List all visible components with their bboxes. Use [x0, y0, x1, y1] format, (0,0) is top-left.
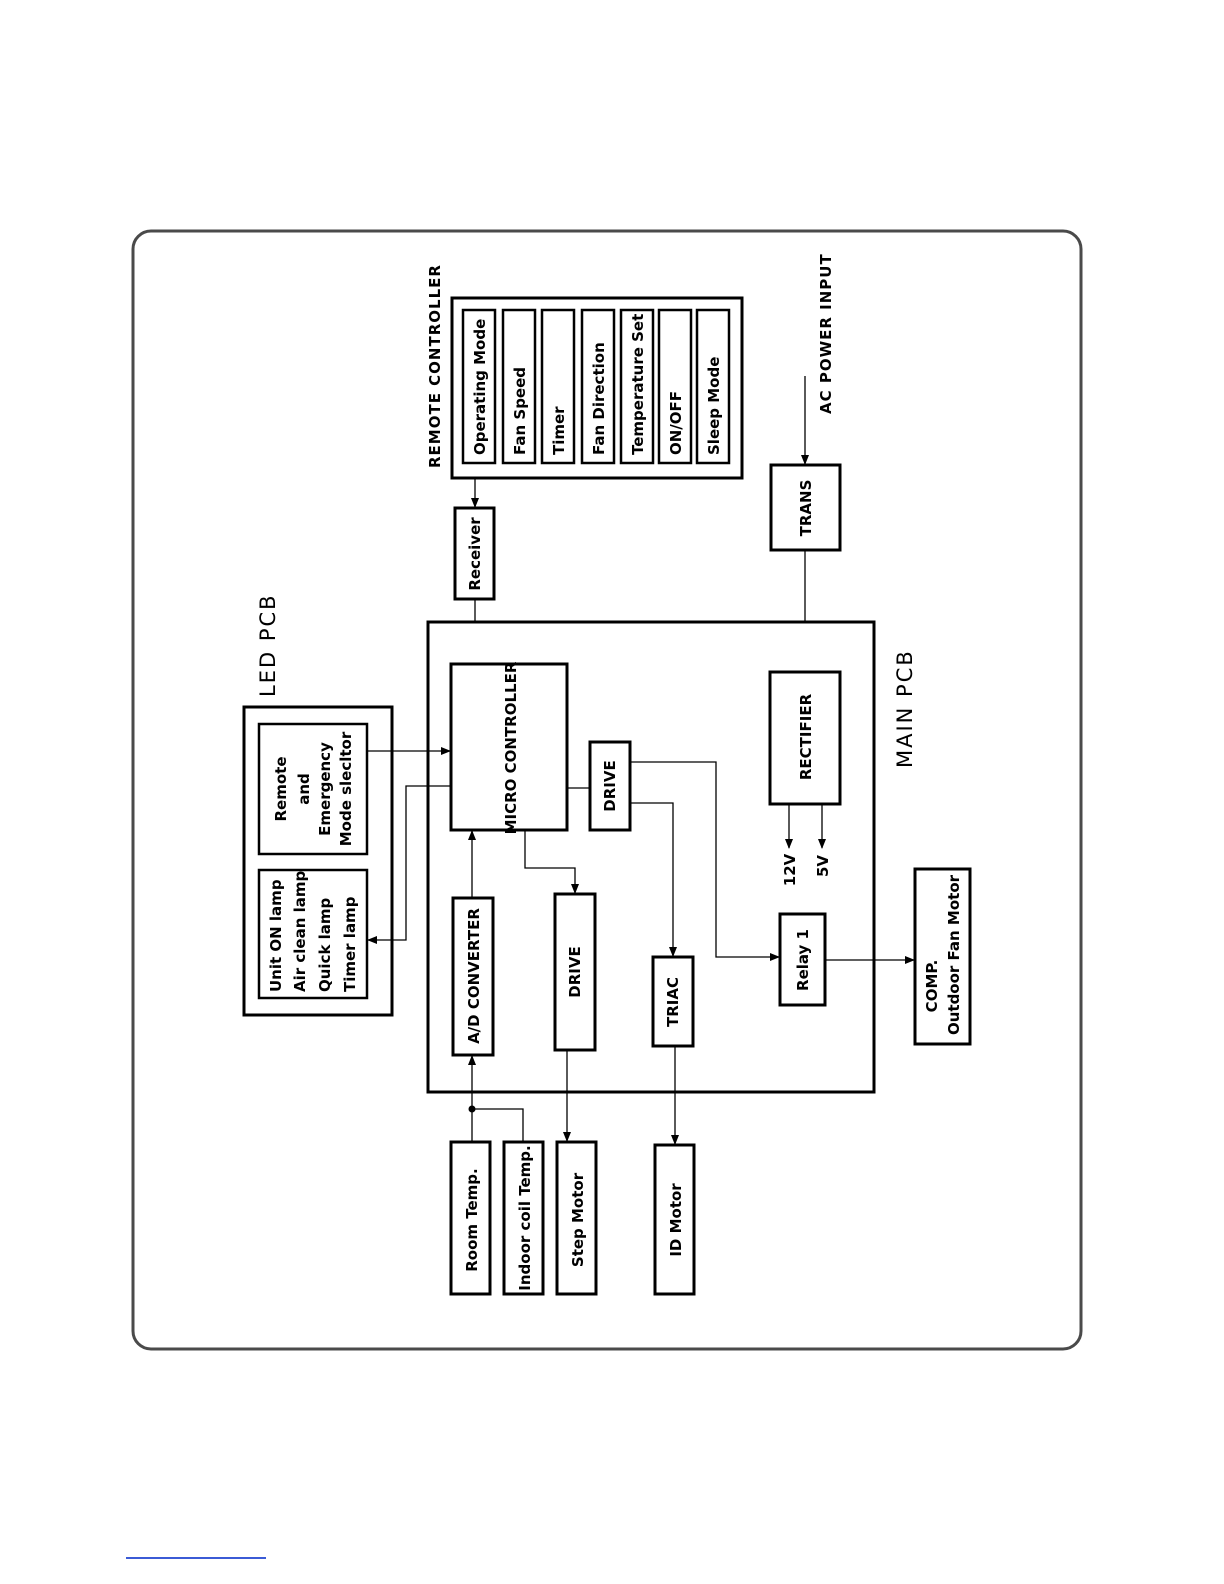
remote-button-operating-mode [461, 308, 497, 465]
relay-box [778, 912, 827, 1007]
rectifier-label: RECTIFIER [797, 693, 815, 780]
comp-label-line-2: Outdoor Fan Motor [945, 874, 963, 1035]
indoor-coil-box [502, 1140, 545, 1296]
id-motor-label: ID Motor [667, 1183, 685, 1257]
comp-label-line-1: COMP. [923, 960, 941, 1013]
remote-button-timer [540, 308, 576, 465]
lamp-quick: Quick lamp [316, 897, 334, 992]
step-motor-box [555, 1140, 598, 1296]
mode-selector-line-3: Emergency [316, 742, 334, 836]
rectifier-box [768, 670, 842, 806]
micro-controller-box [449, 662, 569, 832]
remote-button-on-off [657, 308, 693, 465]
drive-small-box [588, 740, 632, 832]
room-temp-label: Room Temp. [463, 1168, 481, 1272]
ad-converter-box [451, 896, 495, 1057]
triac-box [651, 955, 695, 1048]
ac-power-input-label: AC POWER INPUT [817, 253, 835, 414]
micro-to-drive-large-wire [524, 830, 579, 894]
remote-label-sleep-mode: Sleep Mode [705, 357, 723, 455]
main-pcb-label: MAIN PCB [893, 649, 917, 768]
step-motor-label: Step Motor [569, 1172, 587, 1267]
room-temp-box [449, 1140, 492, 1296]
drive-large-label: DRIVE [566, 946, 584, 997]
remote-label-operating-mode: Operating Mode [471, 319, 489, 455]
remote-button-temperature-set [619, 308, 655, 465]
receiver-label: Receiver [466, 517, 484, 591]
remote-button-fan-speed [501, 308, 537, 465]
label-5v: 5V [814, 855, 832, 877]
remote-label-on-off: ON/OFF [667, 391, 685, 455]
relay-label: Relay 1 [794, 929, 812, 991]
micro-controller-label: MICRO CONTROLLER [502, 661, 520, 834]
mode-selector-line-4: Mode slecltor [337, 731, 355, 846]
comp-box [913, 867, 972, 1046]
triac-label: TRIAC [664, 977, 682, 1027]
mode-selector-line-2: and [295, 773, 313, 805]
remote-label-timer: Timer [550, 406, 568, 455]
junction-dot [468, 1105, 476, 1113]
micro-to-lamps-wire [367, 785, 451, 944]
lamps-box [257, 868, 369, 1000]
receiver-box [453, 506, 496, 601]
remote-button-fan-direction [580, 308, 616, 465]
lamp-timer: Timer lamp [341, 896, 359, 992]
trans-label: TRANS [797, 480, 815, 537]
mode-selector-line-1: Remote [272, 756, 290, 821]
mode-selector-text: Remote and Emergency Mode slecltor [272, 731, 355, 846]
remote-label-temperature-set: Temperature Set [629, 314, 647, 455]
remote-label-fan-direction: Fan Direction [590, 342, 608, 455]
footer-rule [126, 1557, 266, 1559]
indoor-coil-label: Indoor coil Temp. [516, 1145, 534, 1290]
drive-to-relay-wire [630, 761, 780, 961]
remote-controller-label: REMOTE CONTROLLER [426, 264, 444, 468]
lamp-unit-on: Unit ON lamp [267, 879, 285, 992]
remote-label-fan-speed: Fan Speed [511, 367, 529, 455]
lamp-air-clean: Air clean lamp [291, 871, 309, 992]
id-motor-box [653, 1143, 696, 1296]
lamps-text: Unit ON lamp Air clean lamp Quick lamp T… [267, 871, 359, 992]
indoor-coil-wire [472, 1108, 524, 1141]
remote-buttons [461, 308, 731, 465]
drive-to-triac-wire [630, 802, 677, 957]
drive-large-box [553, 892, 597, 1052]
led-pcb-label: LED PCB [256, 593, 280, 697]
outer-frame [131, 229, 1083, 1351]
label-12v: 12V [781, 853, 799, 886]
remote-button-labels: Operating Mode Fan Speed Timer Fan Direc… [471, 314, 723, 455]
ad-converter-label: A/D CONVERTER [465, 908, 483, 1044]
remote-button-sleep-mode [695, 308, 731, 465]
drive-small-label: DRIVE [601, 760, 619, 811]
mode-selector-box [257, 722, 369, 856]
